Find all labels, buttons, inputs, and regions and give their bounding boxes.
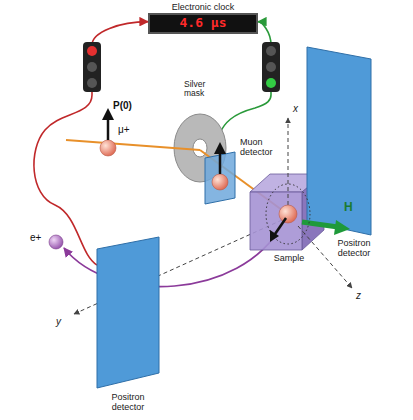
node-label: Muon detector: [240, 138, 288, 158]
node-label: Positron detector: [103, 393, 153, 413]
clock-display: 4.6 μs: [148, 13, 258, 34]
field-arrowhead: [334, 220, 350, 235]
x-axis: [288, 118, 289, 205]
particle-label: μ+: [118, 124, 130, 135]
polarization-arrowhead: [102, 108, 114, 120]
spin-arrowhead: [214, 142, 226, 154]
muon-particle: [100, 140, 116, 156]
panel: [97, 237, 159, 388]
muon-detector-shape: [203, 150, 237, 206]
axis-label: y: [56, 316, 61, 327]
node-label: Positron detector: [329, 239, 379, 259]
light-off: [266, 62, 276, 72]
spin-arrowhead: [270, 230, 279, 242]
positron-detector-shape: [95, 235, 161, 390]
traffic-light: [262, 42, 280, 92]
part-label: Silver mask: [184, 80, 216, 99]
muon-detector: Muon detector: [203, 150, 237, 206]
precession-circle: [266, 184, 310, 244]
muon-in-sample: [279, 205, 297, 223]
light-green: [266, 78, 276, 88]
positron-detector-shape: [305, 45, 373, 237]
z-axis: [298, 226, 352, 288]
node-label: Electronic clock: [148, 2, 258, 13]
field-arrow: [302, 222, 338, 227]
axis-label: x: [293, 103, 298, 114]
spin-arrow: [219, 152, 222, 174]
muon-at-detector: [212, 174, 228, 190]
panel: [307, 47, 371, 235]
traffic-light: [83, 42, 101, 92]
light-off: [87, 62, 97, 72]
light-off: [87, 78, 97, 88]
node-label: Sample: [264, 254, 314, 264]
clock-box: Electronic clock4.6 μs: [148, 2, 258, 34]
positron-particle: [49, 235, 63, 249]
signal-wire: [34, 22, 148, 265]
spin-arrow: [275, 218, 286, 234]
light-off: [266, 46, 276, 56]
particle-label: e+: [30, 232, 41, 243]
positron-detector: Positron detector: [95, 235, 161, 390]
light-red: [87, 46, 97, 56]
axis-label: z: [356, 290, 361, 301]
panel: [205, 152, 235, 204]
positron-detector: Positron detector: [305, 45, 373, 237]
polarization-label: P(0): [113, 100, 132, 111]
polarization-arrow: [107, 118, 110, 140]
cube-front: [250, 192, 302, 250]
muon-beam: [66, 140, 200, 150]
